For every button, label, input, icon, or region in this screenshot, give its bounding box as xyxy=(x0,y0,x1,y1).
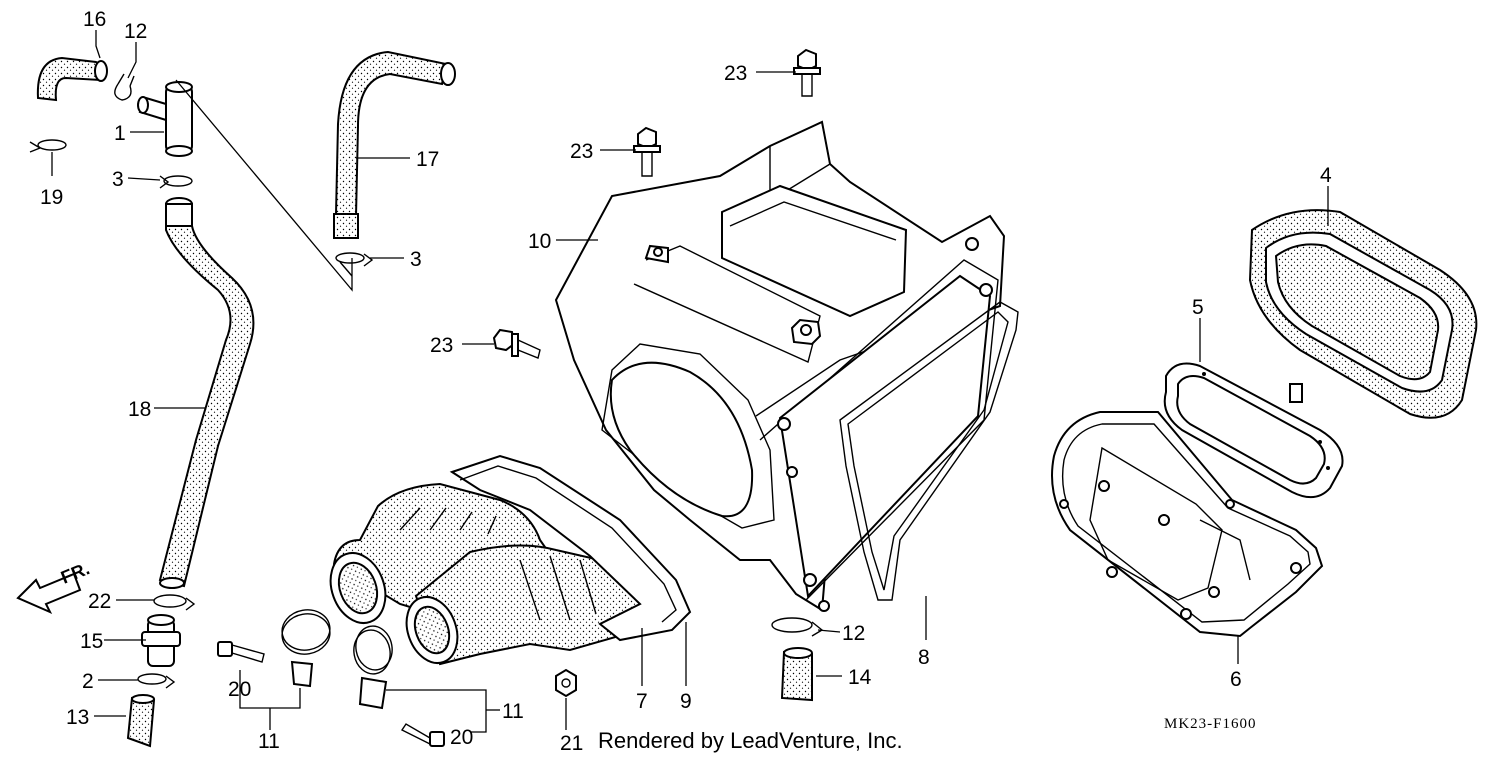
callout-5: 5 xyxy=(1192,296,1204,319)
callout-23-mid: 23 xyxy=(570,140,593,163)
callout-6: 6 xyxy=(1230,668,1242,691)
connecting-tube-9 xyxy=(405,544,642,666)
callout-13: 13 xyxy=(66,706,89,729)
render-credit: Rendered by LeadVenture, Inc. xyxy=(598,728,903,753)
diagram-code: MK23-F1600 xyxy=(1164,716,1257,732)
clip-12-top xyxy=(114,73,135,101)
callout-21: 21 xyxy=(560,732,583,755)
hose-16 xyxy=(36,56,108,102)
bolt-23-top xyxy=(793,48,821,97)
callout-11-right: 11 xyxy=(502,700,524,723)
front-direction-arrow: FR. xyxy=(16,558,92,615)
callout-10: 10 xyxy=(528,230,551,253)
callout-11-left: 11 xyxy=(258,730,280,753)
front-direction-label: FR. xyxy=(58,558,92,587)
hose-17 xyxy=(333,50,456,239)
tube-flange xyxy=(449,454,692,642)
callout-1: 1 xyxy=(114,122,126,145)
callout-17: 17 xyxy=(416,148,439,171)
callout-3-right: 3 xyxy=(410,248,422,271)
nut-21 xyxy=(555,668,577,698)
bolt-23-lower xyxy=(492,328,541,359)
hose-18 xyxy=(158,197,255,589)
bolt-20-right xyxy=(400,723,445,747)
callout-12-top: 12 xyxy=(124,20,147,43)
callout-7: 7 xyxy=(636,690,648,713)
callout-22: 22 xyxy=(88,590,111,613)
band-11-left xyxy=(281,609,331,688)
clip-22 xyxy=(153,594,196,611)
clip-2 xyxy=(137,673,176,689)
cover-6 xyxy=(1051,411,1324,638)
clip-12-bottom xyxy=(771,617,824,637)
callout-19: 19 xyxy=(40,186,63,209)
band-11-right xyxy=(353,625,393,710)
gasket-8 xyxy=(839,301,1019,601)
clip-3-right xyxy=(335,252,374,277)
callout-16: 16 xyxy=(83,8,106,31)
callout-4: 4 xyxy=(1320,164,1332,187)
air-cleaner-case-10 xyxy=(554,120,1006,612)
callout-9: 9 xyxy=(680,690,692,713)
callout-12-bottom: 12 xyxy=(842,622,865,645)
callout-3-left: 3 xyxy=(112,168,124,191)
filter-element-4 xyxy=(1248,209,1478,419)
bolt-20-left xyxy=(217,641,265,663)
cap-13 xyxy=(126,694,156,748)
element-holder-5 xyxy=(1163,362,1344,499)
callout-20-left: 20 xyxy=(228,678,251,701)
callout-14: 14 xyxy=(848,666,872,689)
bolt-23-mid xyxy=(633,126,661,177)
callout-15: 15 xyxy=(80,630,103,653)
cap-14 xyxy=(780,647,813,702)
clip-19 xyxy=(29,139,67,153)
clip-3-left xyxy=(159,175,193,189)
reference-line xyxy=(175,79,353,292)
joint-15 xyxy=(141,614,181,667)
callout-23-top: 23 xyxy=(724,62,747,85)
callout-20-right: 20 xyxy=(450,726,473,749)
leader-lines xyxy=(51,30,1329,733)
callout-8: 8 xyxy=(918,646,930,669)
joint-1 xyxy=(137,81,193,157)
callout-2: 2 xyxy=(82,670,94,693)
callout-23-lower: 23 xyxy=(430,334,453,357)
callout-18: 18 xyxy=(128,398,151,421)
